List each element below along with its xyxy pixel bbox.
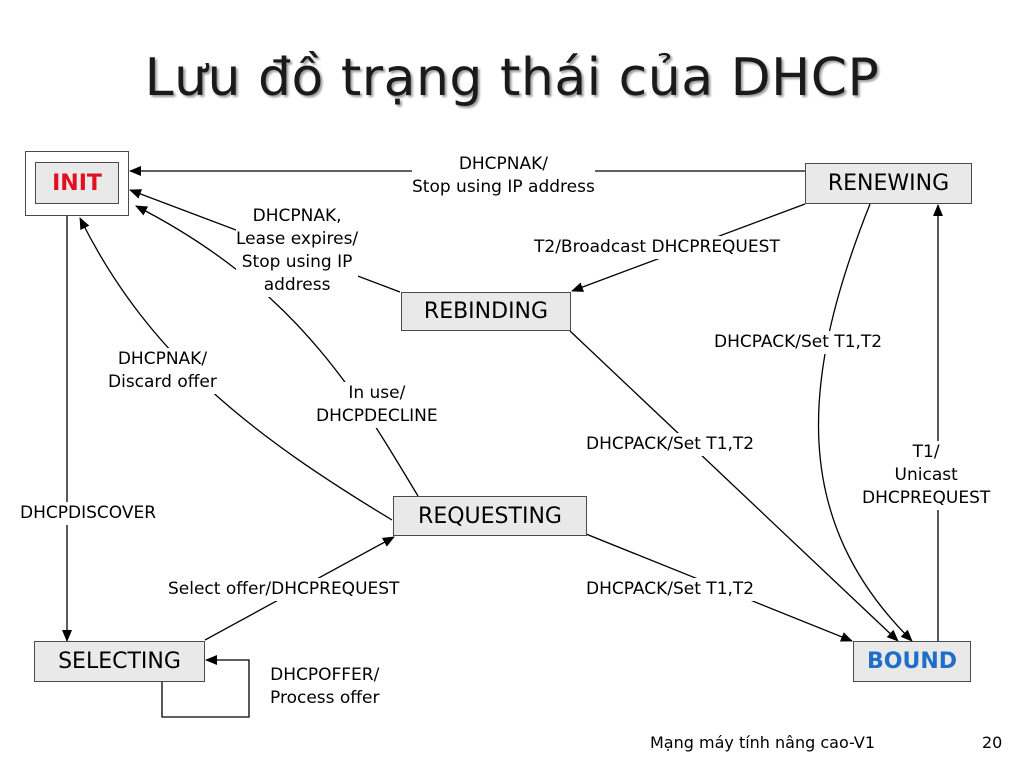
state-init: INIT: [35, 162, 119, 204]
edge-selecting-self-loop: [161, 655, 250, 718]
edge-requesting-to-init-decline: [135, 205, 419, 497]
state-bound: BOUND: [853, 641, 971, 682]
label-selecting-self: DHCPOFFER/ Process offer: [270, 664, 380, 710]
label-requesting-to-init-decline: In use/ DHCPDECLINE: [316, 382, 438, 428]
label-renewing-to-init: DHCPNAK/ Stop using IP address: [412, 153, 595, 199]
label-init-to-selecting: DHCPDISCOVER: [20, 502, 157, 525]
state-rebinding: REBINDING: [401, 292, 571, 331]
label-bound-to-renewing: T1/ Unicast DHCPREQUEST: [862, 441, 991, 510]
label-rebinding-to-bound: DHCPACK/Set T1,T2: [586, 433, 755, 456]
label-renewing-to-bound: DHCPACK/Set T1,T2: [714, 331, 883, 354]
footer-page-number: 20: [982, 733, 1003, 752]
label-selecting-to-requesting: Select offer/DHCPREQUEST: [168, 578, 400, 601]
label-requesting-to-bound: DHCPACK/Set T1,T2: [586, 578, 755, 601]
label-renewing-to-rebinding: T2/Broadcast DHCPREQUEST: [534, 236, 780, 259]
edge-renewing-to-bound: [817, 203, 913, 642]
edge-rebinding-to-bound: [569, 330, 899, 642]
label-requesting-to-init-nak: DHCPNAK/ Discard offer: [108, 348, 217, 394]
footer-course: Mạng máy tính nâng cao-V1: [650, 733, 875, 752]
state-requesting: REQUESTING: [393, 496, 587, 536]
state-renewing: RENEWING: [805, 163, 972, 204]
state-selecting: SELECTING: [34, 641, 205, 682]
slide-title: Lưu đồ trạng thái của DHCP: [144, 48, 880, 108]
label-rebinding-to-init: DHCPNAK, Lease expires/ Stop using IP ad…: [236, 205, 359, 297]
